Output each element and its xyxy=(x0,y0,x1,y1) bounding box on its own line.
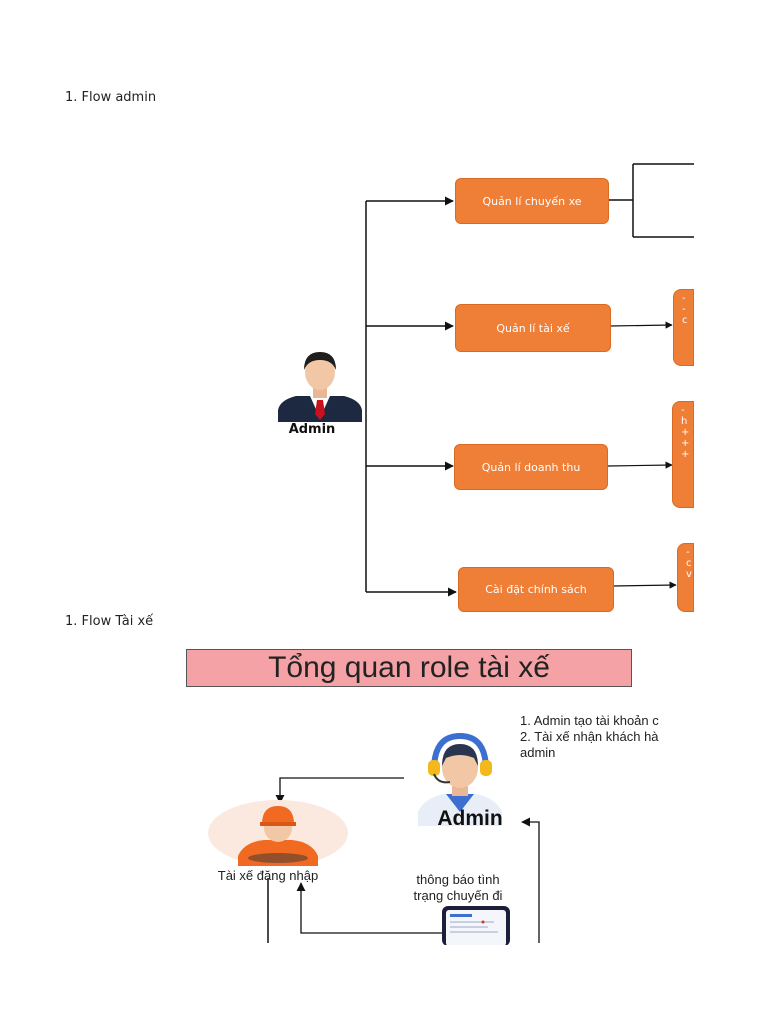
box-manage-trips: Quản lí chuyến xe xyxy=(455,178,609,224)
box-policy-settings: Cài đặt chính sách xyxy=(458,567,614,612)
note-line: 1. Admin tạo tài khoản c xyxy=(520,713,659,728)
admin-label-driver-flow: Admin xyxy=(437,807,503,830)
side-box-drivers: - - c xyxy=(673,289,694,366)
admin-headset-icon xyxy=(418,732,502,826)
driver-login-label: Tài xế đăng nhập xyxy=(217,868,319,883)
status-line: trạng chuyến đi xyxy=(413,888,503,903)
note-line: 2. Tài xế nhận khách hà xyxy=(520,729,659,744)
driver-role-banner: Tổng quan role tài xế xyxy=(186,649,632,687)
section-heading-flow-driver: 1. Flow Tài xế xyxy=(65,614,154,629)
driver-flow-notes: 1. Admin tạo tài khoản c 2. Tài xế nhận … xyxy=(520,713,694,761)
driver-avatar-icon xyxy=(208,800,348,866)
section-heading-flow-admin: 1. Flow admin xyxy=(65,90,157,105)
box-manage-revenue: Quản lí doanh thu xyxy=(454,444,608,490)
box-manage-drivers: Quản lí tài xế xyxy=(455,304,611,352)
trip-status-notification-label: thông báo tình trạng chuyến đi xyxy=(388,872,528,904)
admin-root-label: Admin xyxy=(288,422,336,437)
note-line: admin xyxy=(520,745,556,760)
status-line: thông báo tình xyxy=(416,872,500,887)
side-box-policy: - c v xyxy=(677,543,694,612)
side-box-revenue: - h + + + xyxy=(672,401,694,508)
phone-notification-icon xyxy=(442,906,510,945)
admin-avatar-icon xyxy=(278,352,362,422)
